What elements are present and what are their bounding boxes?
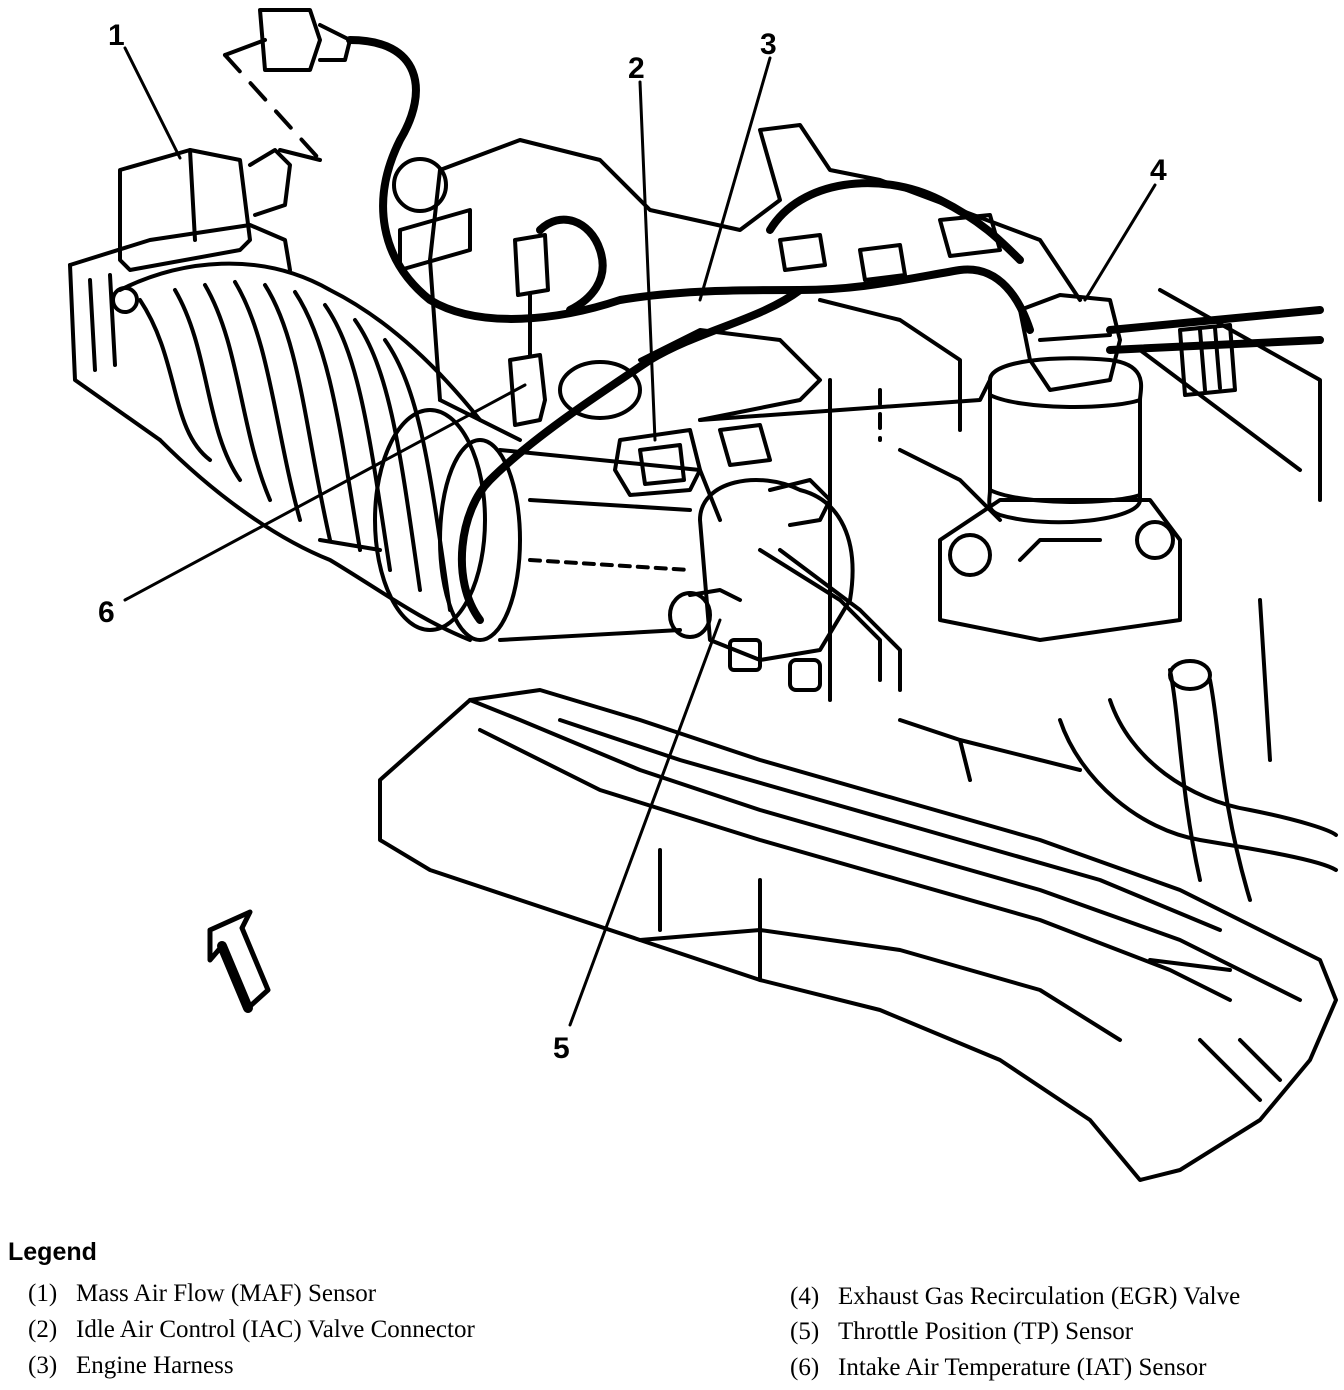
engine-intake-diagram: 1 2 3 4 5 6 — [68, 8, 1338, 1182]
upper-manifold — [392, 123, 1082, 702]
leader-line-4 — [1083, 183, 1157, 302]
legend-label: Engine Harness — [76, 1352, 234, 1379]
iac-connector — [613, 423, 772, 497]
legend-number: (5) — [790, 1318, 820, 1345]
legend-number: (6) — [790, 1354, 820, 1381]
legend-label: Idle Air Control (IAC) Valve Connector — [76, 1316, 475, 1343]
legend-number: (4) — [790, 1283, 820, 1310]
leader-line-3 — [698, 56, 772, 302]
leader-line-6 — [123, 383, 527, 602]
callout-1: 1 — [108, 19, 125, 52]
legend-label: Throttle Position (TP) Sensor — [838, 1318, 1134, 1345]
callout-4: 4 — [1150, 154, 1167, 187]
leader-lines — [123, 46, 1157, 1027]
air-intake-duct — [118, 261, 722, 642]
maf-sensor — [68, 148, 292, 442]
legend-number: (1) — [28, 1280, 58, 1307]
callouts: 1 2 3 4 5 6 — [98, 19, 1167, 1065]
legend-number: (3) — [28, 1352, 58, 1379]
iat-sensor — [508, 233, 550, 427]
legend-item-egr: (4) Exhaust Gas Recirculation (EGR) Valve — [790, 1283, 1240, 1311]
callout-6: 6 — [98, 596, 115, 629]
callout-2: 2 — [628, 52, 645, 85]
legend-item-tp: (5) Throttle Position (TP) Sensor — [790, 1318, 1133, 1346]
harness-connectors — [778, 213, 1237, 397]
legend-number: (2) — [28, 1316, 58, 1343]
egr-valve — [938, 288, 1322, 642]
legend-item-maf: (1) Mass Air Flow (MAF) Sensor — [28, 1280, 376, 1308]
callout-5: 5 — [553, 1032, 570, 1065]
legend-item-iac: (2) Idle Air Control (IAC) Valve Connecto… — [28, 1316, 475, 1344]
legend-label: Exhaust Gas Recirculation (EGR) Valve — [838, 1283, 1241, 1310]
intake-plenum — [378, 688, 1338, 1182]
maf-connector — [223, 8, 352, 162]
right-hoses — [898, 598, 1338, 902]
legend-title: Legend — [8, 1238, 97, 1266]
leader-line-1 — [123, 46, 182, 160]
leader-line-2 — [638, 80, 657, 442]
legend-label: Mass Air Flow (MAF) Sensor — [76, 1280, 377, 1307]
throttle-body — [668, 478, 902, 692]
direction-arrow — [207, 909, 271, 1013]
legend-item-iat: (6) Intake Air Temperature (IAT) Sensor — [790, 1354, 1207, 1382]
callout-3: 3 — [760, 28, 777, 61]
leader-line-5 — [568, 618, 722, 1027]
legend-item-harness: (3) Engine Harness — [28, 1352, 234, 1380]
legend-label: Intake Air Temperature (IAT) Sensor — [838, 1354, 1207, 1381]
